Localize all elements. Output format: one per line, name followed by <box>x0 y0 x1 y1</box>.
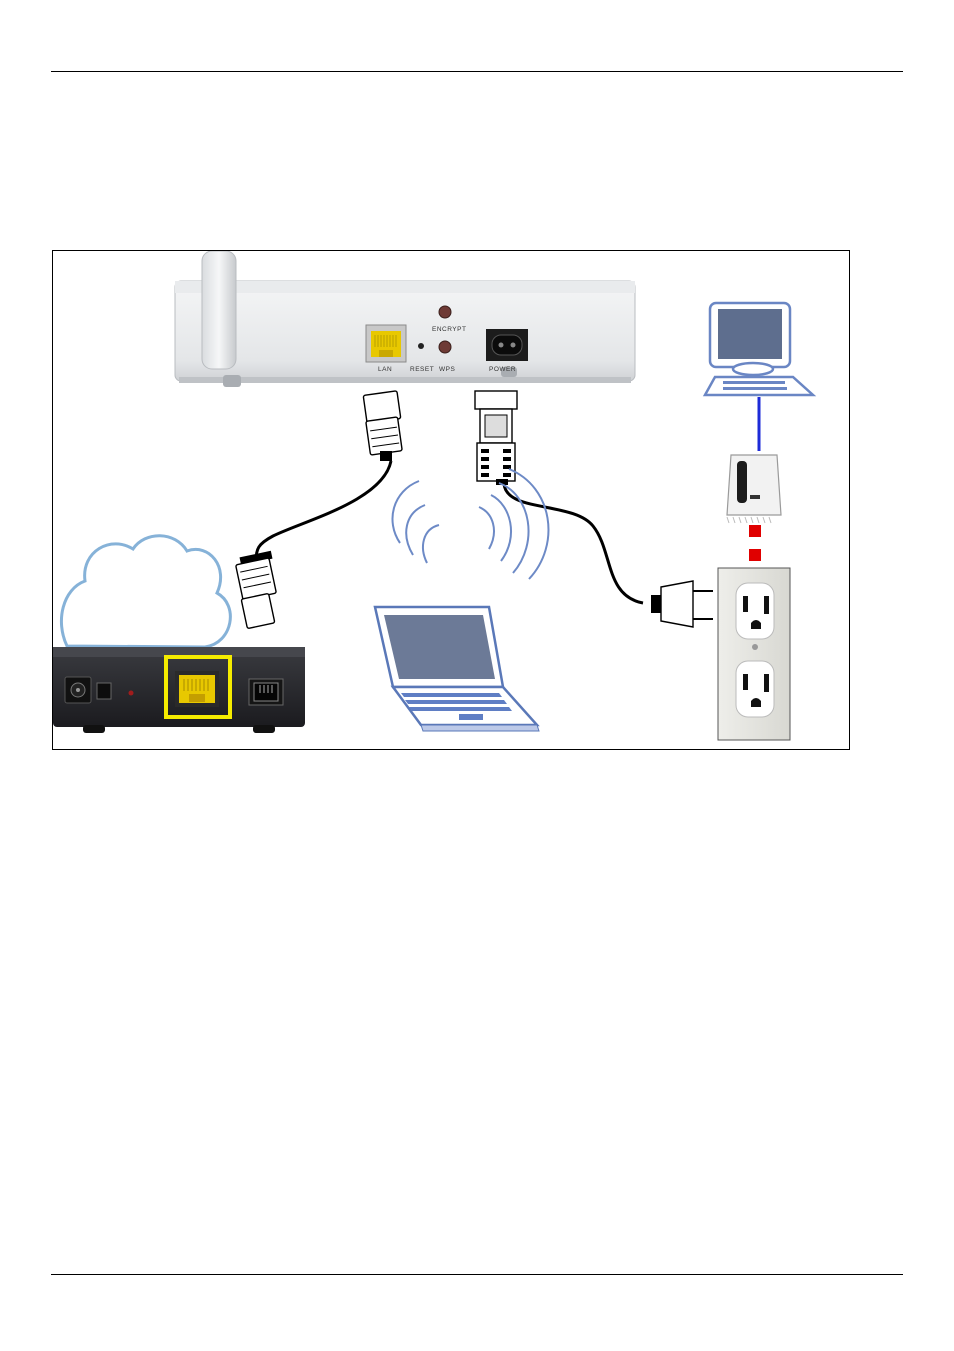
encrypt-led <box>439 306 451 318</box>
wall-outlet <box>718 568 790 740</box>
modem-power-jack <box>65 677 91 703</box>
wifi-signal-icon-left <box>392 481 439 563</box>
powerline-adapter <box>727 455 781 523</box>
internet-cloud-icon <box>61 536 230 647</box>
ap-lan-port <box>366 325 406 362</box>
antenna-icon <box>202 251 236 369</box>
outlet-socket-bottom <box>736 661 774 717</box>
label-encrypt: ENCRYPT <box>432 326 466 333</box>
access-point-device: LAN RESET ENCRYPT WPS POWER <box>175 251 635 387</box>
ethernet-cable <box>236 391 403 629</box>
footer-rule <box>51 1274 903 1275</box>
connection-diagram-figure: LAN RESET ENCRYPT WPS POWER <box>52 250 850 750</box>
label-power: POWER <box>489 366 516 373</box>
modem-phone-port <box>249 679 283 705</box>
power-connector-ap <box>475 391 517 485</box>
powerline-connection-red <box>749 525 761 561</box>
ethernet-connector-bottom <box>236 551 277 629</box>
wps-button <box>439 341 451 353</box>
power-plug <box>651 581 713 627</box>
label-reset: RESET <box>410 366 434 373</box>
wifi-signal-icon-right <box>479 469 548 579</box>
ethernet-connector-top <box>363 391 402 461</box>
reset-pinhole <box>418 343 424 349</box>
label-wps: WPS <box>439 366 455 373</box>
header-rule <box>51 71 903 72</box>
ap-power-socket <box>486 329 528 361</box>
modem-reset-hole <box>129 691 134 696</box>
power-cable <box>475 391 713 627</box>
outlet-socket-top <box>736 583 774 639</box>
modem-device <box>53 647 305 733</box>
wireless-laptop <box>375 469 548 731</box>
label-lan: LAN <box>378 366 392 373</box>
desktop-computer-icon <box>705 303 813 395</box>
modem-power-switch <box>97 683 111 699</box>
